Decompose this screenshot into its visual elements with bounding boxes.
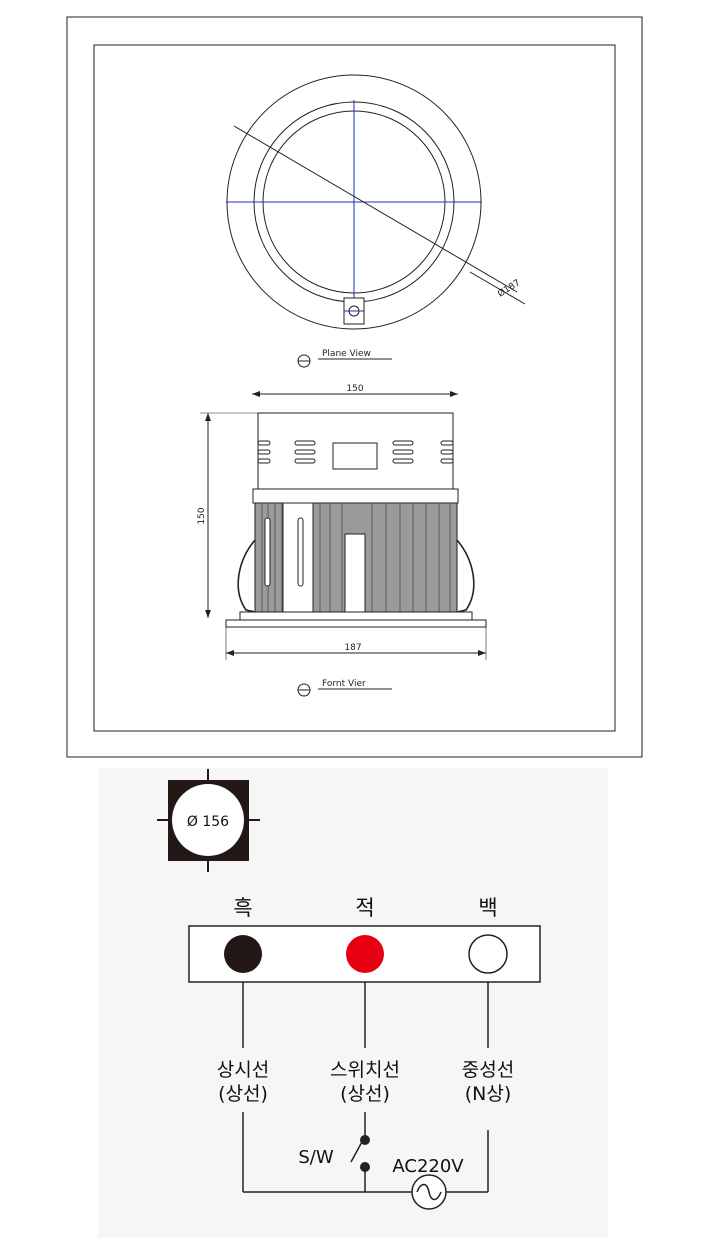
housing-band (252, 488, 459, 504)
cutout-symbol: Ø 156 (157, 769, 260, 872)
wire-label-constant: 상시선 (217, 1059, 269, 1081)
left-spring-clip (237, 539, 256, 613)
flange-ring (239, 611, 473, 621)
spring-bracket (344, 533, 366, 621)
terminal-white (468, 934, 508, 974)
wire-sublabel-switch: (상선) (340, 1083, 390, 1105)
right-spring-clip (456, 539, 475, 613)
plane-view: Ø187 Plane View (226, 74, 526, 368)
plane-view-caption: Plane View (322, 349, 371, 359)
wire-sublabel-constant: (상선) (218, 1083, 268, 1105)
cutout-label: Ø 156 (187, 814, 229, 830)
inner-frame (93, 44, 616, 732)
trim (225, 619, 487, 628)
vent-slots (257, 440, 454, 464)
wire-label-switch: 스위치선 (330, 1059, 400, 1081)
terminal-label-red: 적 (355, 896, 374, 920)
cutout-hole (172, 784, 244, 856)
terminal-label-black: 흑 (233, 896, 252, 920)
terminal-red (346, 935, 384, 973)
front-view-caption: Fornt Vier (322, 679, 366, 689)
diameter-leader (233, 125, 518, 293)
switch-contact-top (360, 1135, 370, 1145)
wiring-diagram: 흑 적 백 상시선 (상선) 스위치선 (상선) 중성선 (N상) S/W (188, 896, 541, 1210)
top-width-label: 150 (346, 384, 363, 394)
bottom-width-label: 187 (344, 643, 361, 653)
sine-wave-icon (416, 1183, 442, 1201)
terminal-label-white: 백 (478, 896, 497, 920)
front-view: 150 150 (197, 384, 487, 697)
switch-label: S/W (298, 1147, 333, 1168)
wire-label-neutral: 중성선 (462, 1059, 514, 1081)
height-label: 150 (197, 507, 207, 524)
terminal-black (224, 935, 262, 973)
wires (242, 982, 489, 1193)
source-label: AC220V (392, 1156, 464, 1177)
wire-sublabel-neutral: (N상) (465, 1083, 512, 1105)
label-plate (332, 442, 378, 470)
diameter-dim-line (469, 271, 526, 305)
switch-contact-bottom (360, 1162, 370, 1172)
